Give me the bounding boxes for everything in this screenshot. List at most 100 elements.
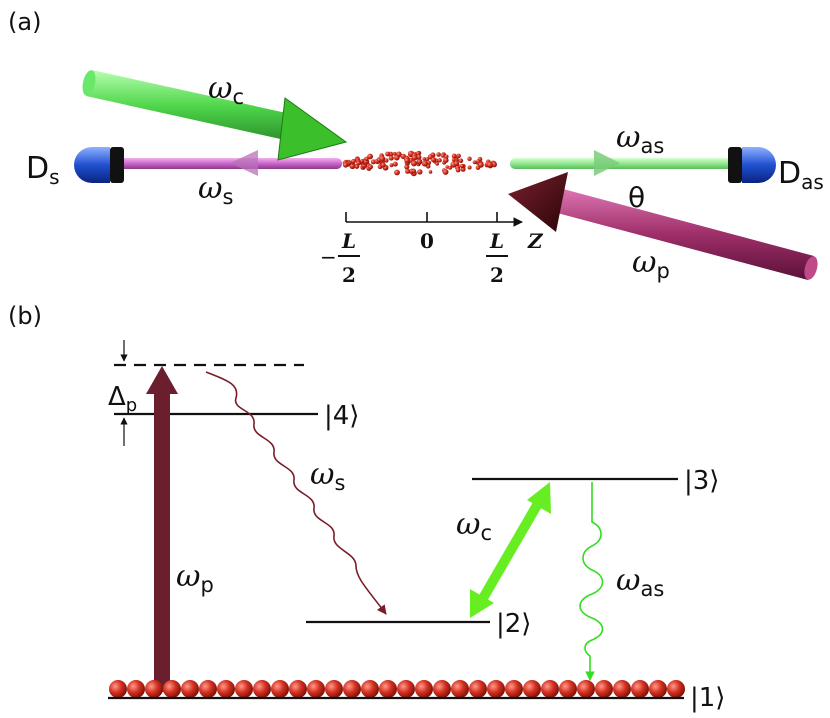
ground-atom <box>667 680 685 698</box>
cloud-atom <box>380 162 386 168</box>
pump-transition-arrowhead <box>146 366 178 394</box>
cloud-atom <box>370 159 376 165</box>
cloud-atom <box>442 169 449 175</box>
cloud-atom <box>417 169 423 175</box>
cloud-atom <box>472 160 477 165</box>
cloud-atom <box>425 157 430 162</box>
cloud-atom <box>411 160 417 167</box>
coupling-label-b: ωc <box>456 507 492 545</box>
minus-sign: − <box>320 245 337 269</box>
cloud-atom <box>412 169 416 173</box>
cloud-atom <box>367 153 373 160</box>
cloud-atom <box>354 164 359 169</box>
stokes-beam <box>110 150 342 176</box>
ground-atom <box>433 680 451 698</box>
detector-s <box>74 147 124 183</box>
cloud-atom <box>458 158 464 163</box>
anti-stokes-arrowhead <box>594 150 620 176</box>
stokes-arrowhead <box>230 150 258 176</box>
detector-as <box>728 147 776 183</box>
detector-s-label: Ds <box>26 151 60 189</box>
stokes-label-a: ωs <box>198 171 233 209</box>
panel-b: (b) |4⟩ Δp ωp ωs |3⟩ |2⟩ <box>8 302 725 713</box>
pump-label-a: ωp <box>632 245 670 283</box>
ground-atom <box>145 680 163 698</box>
detector-as-label: Das <box>778 156 824 194</box>
cloud-atom <box>394 154 400 161</box>
atom-cloud <box>342 150 498 177</box>
ground-atom <box>289 680 307 698</box>
cloud-atom <box>443 157 449 163</box>
cloud-atom <box>377 164 383 169</box>
ground-atom <box>325 680 343 698</box>
ground-atom <box>199 680 217 698</box>
coupling-transition-head-down <box>470 589 494 618</box>
plus-half-numerator: L <box>489 229 504 253</box>
cloud-atom <box>392 151 397 156</box>
cloud-atom <box>404 157 410 164</box>
cloud-atom <box>384 158 389 163</box>
ground-atom <box>613 680 631 698</box>
anti-stokes-label-b: ωas <box>616 563 664 601</box>
ground-atom <box>577 680 595 698</box>
cloud-atom <box>404 164 410 170</box>
cloud-atom <box>478 161 484 168</box>
detuning-label: Δp <box>108 382 137 416</box>
pump-transition <box>146 366 178 692</box>
ground-atom <box>487 680 505 698</box>
ground-atom <box>109 680 127 698</box>
ground-atom <box>307 680 325 698</box>
cloud-atom <box>385 151 390 157</box>
ground-atom <box>217 680 235 698</box>
panel-a-tag: (a) <box>8 8 41 36</box>
ground-atom <box>523 680 541 698</box>
pump-beam <box>508 172 818 280</box>
cloud-atom <box>486 161 493 168</box>
cloud-atom <box>435 161 439 166</box>
cloud-atom <box>405 168 411 174</box>
cloud-atom <box>392 161 398 167</box>
anti-stokes-label-a: ωas <box>616 120 664 158</box>
cloud-atom <box>448 166 452 170</box>
ground-atom <box>181 680 199 698</box>
cloud-atom <box>456 153 461 159</box>
cloud-atom <box>427 160 432 165</box>
ground-atom <box>649 680 667 698</box>
pump-label-b: ωp <box>176 559 214 597</box>
level-1-label: |1⟩ <box>690 683 725 713</box>
cloud-atom <box>430 157 437 163</box>
ground-atom <box>541 680 559 698</box>
coupling-arrowhead <box>277 97 348 161</box>
anti-stokes-transition <box>579 482 604 681</box>
ground-atom <box>595 680 613 698</box>
ground-atom <box>559 680 577 698</box>
coupling-transition-head-up <box>527 482 551 514</box>
cloud-atom <box>356 161 361 166</box>
cloud-atom <box>436 152 441 157</box>
cloud-atom <box>394 169 400 176</box>
ground-atom <box>343 680 361 698</box>
ground-atom <box>415 680 433 698</box>
cloud-atom <box>364 156 369 161</box>
coupling-transition-shaft <box>477 497 545 603</box>
ground-atom <box>253 680 271 698</box>
level-4-label: |4⟩ <box>324 401 359 431</box>
pump-arrowhead <box>508 172 568 232</box>
cloud-atom <box>491 161 498 168</box>
coupling-transition <box>470 482 551 618</box>
cloud-atom <box>351 158 356 164</box>
cloud-atom <box>389 163 394 168</box>
cloud-atom <box>368 164 373 170</box>
z-axis-label: Z <box>527 229 544 253</box>
cloud-atom <box>467 165 472 170</box>
cloud-atom <box>411 154 418 161</box>
ground-atom <box>469 680 487 698</box>
cloud-atom <box>417 159 422 165</box>
cloud-atom <box>415 151 421 156</box>
ground-atom <box>271 680 289 698</box>
cloud-atom <box>428 170 433 174</box>
cloud-atom <box>454 161 459 166</box>
coupling-label-a: ωc <box>208 71 244 109</box>
cloud-atom <box>445 165 450 169</box>
ground-atom <box>451 680 469 698</box>
